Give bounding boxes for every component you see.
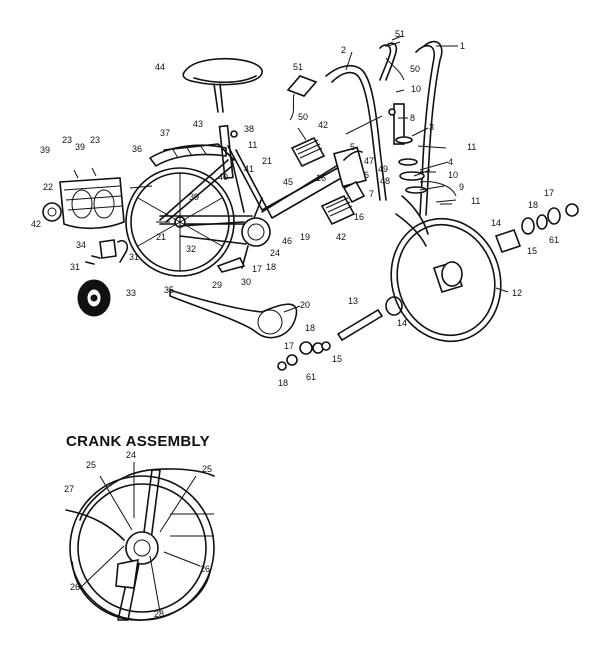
callout-25: 25 <box>86 460 96 470</box>
callout-14: 14 <box>397 318 407 328</box>
callout-37: 37 <box>160 128 170 138</box>
chain-guard <box>169 288 298 339</box>
rear-fender-and-rack <box>149 143 235 167</box>
callout-16: 16 <box>354 212 364 222</box>
callout-42: 42 <box>336 232 346 242</box>
callout-17: 17 <box>544 188 554 198</box>
callout-26: 26 <box>200 564 210 574</box>
callout-61: 61 <box>549 235 559 245</box>
callout-28: 28 <box>154 609 164 619</box>
callout-17: 17 <box>284 341 294 351</box>
callout-27: 27 <box>64 484 74 494</box>
callout-23: 23 <box>62 135 72 145</box>
callout-51: 51 <box>395 29 405 39</box>
callout-25: 25 <box>202 464 212 474</box>
callout-6: 6 <box>364 170 369 180</box>
callout-17: 17 <box>252 264 262 274</box>
crank-assembly-title: CRANK ASSEMBLY <box>66 433 210 450</box>
callout-46: 46 <box>282 236 292 246</box>
callout-47: 47 <box>364 156 374 166</box>
callout-38: 38 <box>244 124 254 134</box>
callout-7: 7 <box>369 189 374 199</box>
rear-wheel <box>125 167 235 277</box>
callout-18: 18 <box>278 378 288 388</box>
callout-11: 11 <box>467 142 476 152</box>
main-frame <box>159 145 367 225</box>
callout-29: 29 <box>212 280 222 290</box>
callout-50: 50 <box>298 112 308 122</box>
callout-40: 40 <box>218 172 228 182</box>
callout-21: 21 <box>262 156 272 166</box>
callout-24: 24 <box>270 248 280 258</box>
callout-48: 48 <box>380 176 390 186</box>
basket <box>42 167 125 230</box>
callout-36: 36 <box>132 144 142 154</box>
callout-2: 2 <box>341 45 346 55</box>
chain-and-crank <box>179 197 271 273</box>
training-wheel <box>77 239 129 317</box>
handlebar-and-fork <box>325 40 443 247</box>
pedal-tubes <box>290 136 366 226</box>
callout-22: 22 <box>43 182 53 192</box>
callout-49: 49 <box>378 164 388 174</box>
callout-42: 42 <box>318 120 328 130</box>
callout-19: 19 <box>300 232 310 242</box>
callout-24: 24 <box>126 450 136 460</box>
callout-31: 31 <box>129 252 139 262</box>
callout-18: 18 <box>528 200 538 210</box>
callout-43: 43 <box>193 119 203 129</box>
callout-45: 45 <box>283 177 293 187</box>
callout-44: 44 <box>155 62 165 72</box>
callout-11: 11 <box>248 140 257 150</box>
callout-39: 39 <box>189 192 199 202</box>
leader-lines <box>129 45 509 313</box>
callout-3: 3 <box>429 122 434 132</box>
callout-33: 33 <box>126 288 136 298</box>
callout-4: 4 <box>448 157 453 167</box>
callout-39: 39 <box>75 142 85 152</box>
callout-10: 10 <box>448 170 458 180</box>
callout-34: 34 <box>76 240 86 250</box>
callout-14: 14 <box>491 218 501 228</box>
callout-31: 31 <box>70 262 80 272</box>
callout-50: 50 <box>410 64 420 74</box>
callout-13: 13 <box>348 296 358 306</box>
callout-39: 39 <box>40 145 50 155</box>
callout-51: 51 <box>293 62 303 72</box>
callout-20: 20 <box>300 300 310 310</box>
callout-10: 10 <box>411 84 421 94</box>
callout-16: 16 <box>316 173 326 183</box>
callout-41: 41 <box>244 164 254 174</box>
grip-parts <box>286 35 405 121</box>
hub-hardware <box>494 203 579 254</box>
callout-30: 30 <box>241 277 251 287</box>
callout-9: 9 <box>459 182 464 192</box>
callout-15: 15 <box>332 354 342 364</box>
callout-18: 18 <box>305 323 315 333</box>
front-axle-hardware <box>277 296 403 371</box>
seat-assembly <box>182 57 263 180</box>
callout-12: 12 <box>512 288 522 298</box>
callout-42: 42 <box>31 219 41 229</box>
crank-assembly-inset <box>65 462 215 621</box>
front-wheel <box>390 217 502 343</box>
callout-8: 8 <box>410 113 415 123</box>
callout-21: 21 <box>156 232 166 242</box>
callout-1: 1 <box>460 41 465 51</box>
callout-32: 32 <box>186 244 196 254</box>
callout-23: 23 <box>90 135 100 145</box>
callout-15: 15 <box>527 246 537 256</box>
callout-61: 61 <box>306 372 316 382</box>
callout-26: 26 <box>70 582 80 592</box>
callout-5: 5 <box>350 142 355 152</box>
callout-18: 18 <box>266 262 276 272</box>
callout-11: 11 <box>471 196 480 206</box>
callout-35: 35 <box>164 285 174 295</box>
